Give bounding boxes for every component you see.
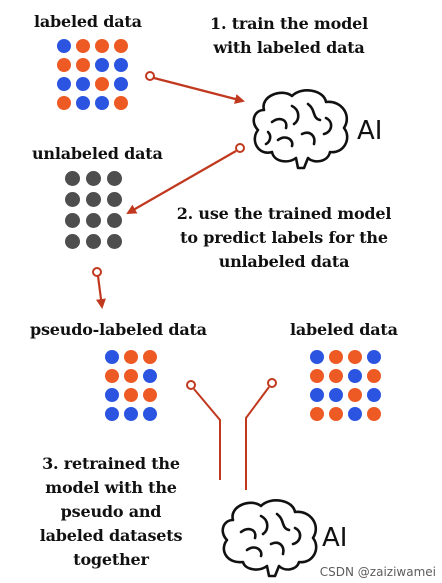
- step-2-line: to predict labels for the: [180, 228, 388, 247]
- step-3-text: 3. retrained the model with the pseudo a…: [28, 452, 194, 572]
- orange-dot: [143, 388, 157, 402]
- arrow-icon: [92, 267, 106, 309]
- labeled-data-grid-top: [57, 39, 128, 110]
- blue-dot: [367, 388, 381, 402]
- blue-dot: [310, 388, 324, 402]
- blue-dot: [105, 388, 119, 402]
- ai-label-top: AI: [357, 116, 383, 146]
- unlabeled-data-label: unlabeled data: [32, 144, 163, 163]
- connector-line: [186, 380, 221, 480]
- orange-dot: [114, 39, 128, 53]
- orange-dot: [124, 388, 138, 402]
- step-3-line: together: [73, 550, 149, 569]
- step-1-line: with labeled data: [213, 38, 365, 57]
- step-1-text: 1. train the model with labeled data: [196, 12, 382, 60]
- labeled-data-bottom-label: labeled data: [290, 320, 398, 339]
- brain-icon: [221, 499, 318, 578]
- pseudo-labeled-data-grid: [105, 350, 157, 421]
- orange-dot: [310, 369, 324, 383]
- blue-dot: [57, 39, 71, 53]
- arrow-icon: [145, 71, 245, 104]
- gray-dot: [107, 171, 122, 186]
- orange-dot: [310, 407, 324, 421]
- blue-dot: [143, 369, 157, 383]
- connector-line: [245, 378, 277, 490]
- arrow-icon: [126, 143, 245, 214]
- orange-dot: [143, 350, 157, 364]
- gray-dot: [65, 213, 80, 228]
- gray-dot: [107, 192, 122, 207]
- step-2-text: 2. use the trained model to predict labe…: [166, 202, 402, 274]
- blue-dot: [95, 58, 109, 72]
- orange-dot: [124, 369, 138, 383]
- blue-dot: [76, 96, 90, 110]
- orange-dot: [348, 388, 362, 402]
- orange-dot: [76, 58, 90, 72]
- orange-dot: [329, 407, 343, 421]
- step-3-line: model with the: [45, 478, 177, 497]
- step-3-line: 3. retrained the: [42, 454, 180, 473]
- blue-dot: [348, 369, 362, 383]
- blue-dot: [105, 350, 119, 364]
- watermark: CSDN @zaiziwamei: [319, 565, 436, 579]
- blue-dot: [143, 407, 157, 421]
- pseudo-labeled-data-label: pseudo-labeled data: [30, 320, 207, 339]
- blue-dot: [329, 388, 343, 402]
- orange-dot: [348, 350, 362, 364]
- blue-dot: [348, 407, 362, 421]
- gray-dot: [107, 213, 122, 228]
- gray-dot: [86, 192, 101, 207]
- step-3-line: labeled datasets: [39, 526, 183, 545]
- labeled-data-top-label: labeled data: [34, 12, 142, 31]
- ai-label-bottom: AI: [322, 523, 348, 553]
- blue-dot: [114, 77, 128, 91]
- blue-dot: [367, 350, 381, 364]
- gray-dot: [86, 213, 101, 228]
- orange-dot: [124, 350, 138, 364]
- orange-dot: [57, 96, 71, 110]
- orange-dot: [95, 39, 109, 53]
- blue-dot: [57, 77, 71, 91]
- orange-dot: [329, 350, 343, 364]
- step-2-line: 2. use the trained model: [176, 204, 392, 223]
- orange-dot: [105, 369, 119, 383]
- gray-dot: [65, 192, 80, 207]
- unlabeled-data-grid: [65, 171, 122, 249]
- blue-dot: [310, 350, 324, 364]
- brain-icon: [252, 89, 349, 170]
- blue-dot: [114, 58, 128, 72]
- blue-dot: [76, 77, 90, 91]
- blue-dot: [124, 407, 138, 421]
- blue-dot: [95, 96, 109, 110]
- orange-dot: [114, 96, 128, 110]
- orange-dot: [367, 407, 381, 421]
- gray-dot: [86, 234, 101, 249]
- orange-dot: [57, 58, 71, 72]
- orange-dot: [76, 39, 90, 53]
- orange-dot: [95, 77, 109, 91]
- gray-dot: [107, 234, 122, 249]
- blue-dot: [105, 407, 119, 421]
- step-3-line: pseudo and: [60, 502, 162, 521]
- labeled-data-grid-bottom: [310, 350, 381, 421]
- step-1-line: 1. train the model: [210, 14, 368, 33]
- gray-dot: [86, 171, 101, 186]
- step-2-line: unlabeled data: [218, 252, 350, 271]
- orange-dot: [367, 369, 381, 383]
- gray-dot: [65, 234, 80, 249]
- orange-dot: [329, 369, 343, 383]
- gray-dot: [65, 171, 80, 186]
